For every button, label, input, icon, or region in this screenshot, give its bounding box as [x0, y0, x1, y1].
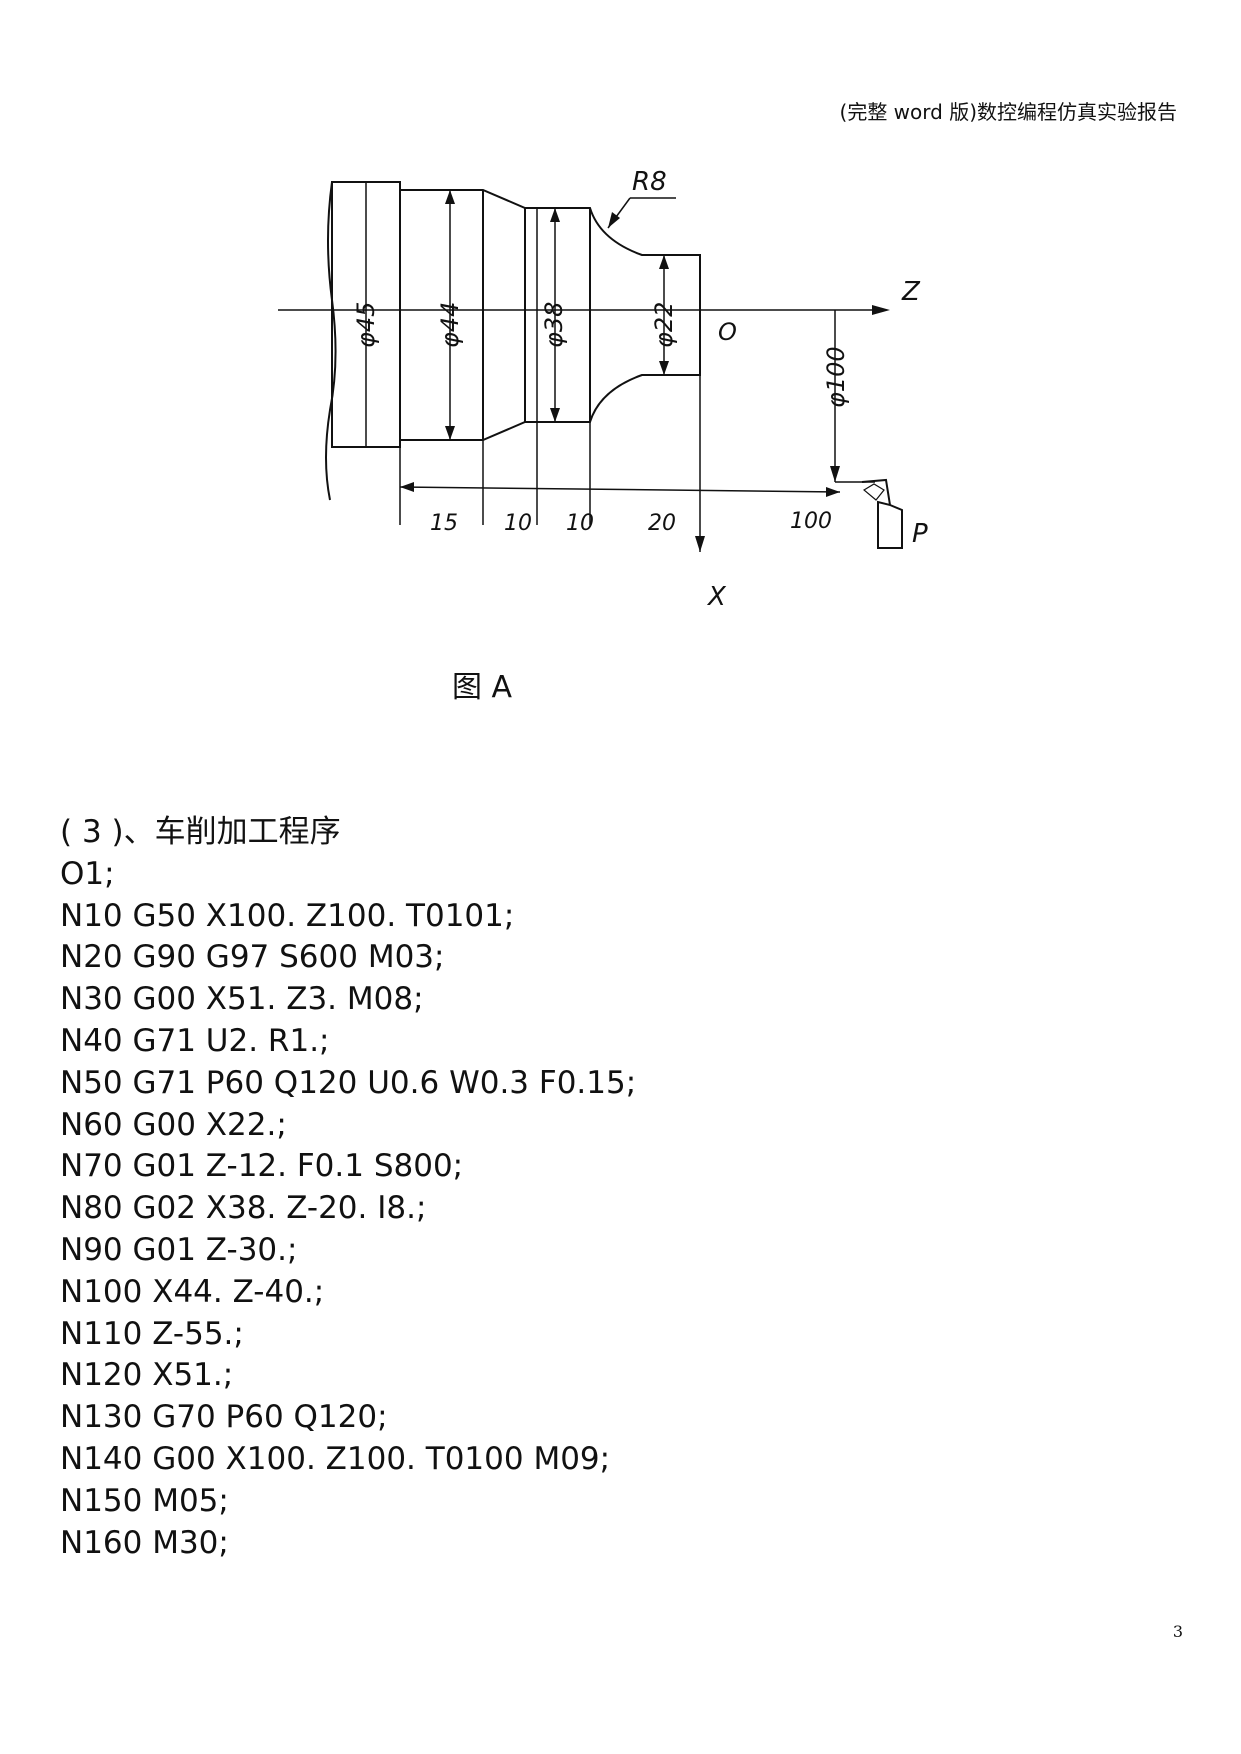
- dim-arrow: [445, 190, 455, 204]
- program-line: N120 X51.;: [60, 1357, 234, 1394]
- tool-shape: [861, 478, 903, 549]
- program-line: N110 Z-55.;: [60, 1315, 244, 1352]
- program-line: N40 G71 U2. R1.;: [60, 1022, 330, 1059]
- tool-insert: [862, 483, 885, 501]
- label-d45: φ45: [352, 302, 380, 348]
- label-x-axis: X: [706, 582, 727, 612]
- label-r8: R8: [632, 167, 667, 197]
- program-line: N20 G90 G97 S600 M03;: [60, 939, 445, 976]
- dim-arrow: [826, 487, 840, 497]
- label-dim-100: 100: [790, 509, 832, 534]
- label-d38: φ38: [540, 302, 568, 348]
- program-line: N90 G01 Z-30.;: [60, 1231, 298, 1268]
- program-line: N10 G50 X100. Z100. T0101;: [60, 897, 515, 934]
- part-outline: [331, 181, 701, 448]
- dim-arrow: [400, 482, 414, 492]
- label-dim-15: 15: [430, 511, 458, 536]
- label-d22: φ22: [650, 302, 678, 348]
- program-line: N70 G01 Z-12. F0.1 S800;: [60, 1148, 464, 1185]
- label-point-p: P: [912, 519, 928, 549]
- label-d100: φ100: [822, 346, 850, 408]
- dimension-line: [399, 486, 841, 493]
- label-origin: O: [718, 318, 737, 346]
- label-d44: φ44: [436, 302, 464, 348]
- dim-arrow: [659, 255, 669, 269]
- program-line: N100 X44. Z-40.;: [60, 1273, 325, 1310]
- turning-part-drawing: φ45 φ44 φ38 φ22 φ100 R8 O Z X P 15 10 10…: [250, 160, 990, 640]
- program-line: N140 G00 X100. Z100. T0100 M09;: [60, 1440, 611, 1477]
- figure-caption: 图 A: [452, 670, 513, 705]
- dim-arrow: [659, 361, 669, 375]
- r8-arrow: [608, 212, 620, 228]
- z-axis-arrow: [872, 305, 890, 315]
- label-dim-10a: 10: [504, 511, 532, 536]
- program-line: O1;: [60, 855, 115, 892]
- program-line: N130 G70 P60 Q120;: [60, 1399, 388, 1436]
- label-z-axis: Z: [901, 277, 921, 307]
- program-listing: ( 3 )、车削加工程序 O1; N10 G50 X100. Z100. T01…: [60, 812, 636, 1564]
- page-number: 3: [1172, 1622, 1183, 1641]
- program-line: N30 G00 X51. Z3. M08;: [60, 981, 424, 1018]
- d100-arrow: [830, 466, 840, 482]
- program-line: N60 G00 X22.;: [60, 1106, 287, 1143]
- program-line: N160 M30;: [60, 1524, 229, 1561]
- dim-arrow: [445, 426, 455, 440]
- section-heading: ( 3 )、车削加工程序: [60, 814, 341, 850]
- dim-arrow: [550, 408, 560, 422]
- label-dim-20: 20: [648, 511, 676, 536]
- page-header-title: (完整 word 版)数控编程仿真实验报告: [839, 100, 1177, 124]
- program-line: N50 G71 P60 Q120 U0.6 W0.3 F0.15;: [60, 1064, 637, 1101]
- label-dim-10b: 10: [566, 511, 594, 536]
- part-drawing-svg: φ45 φ44 φ38 φ22 φ100 R8 O Z X P 15 10 10…: [278, 167, 928, 612]
- dim-arrow: [550, 208, 560, 222]
- program-line: N80 G02 X38. Z-20. I8.;: [60, 1190, 427, 1227]
- break-line: [325, 181, 337, 501]
- x-axis-arrow: [695, 536, 705, 552]
- program-line: N150 M05;: [60, 1482, 229, 1519]
